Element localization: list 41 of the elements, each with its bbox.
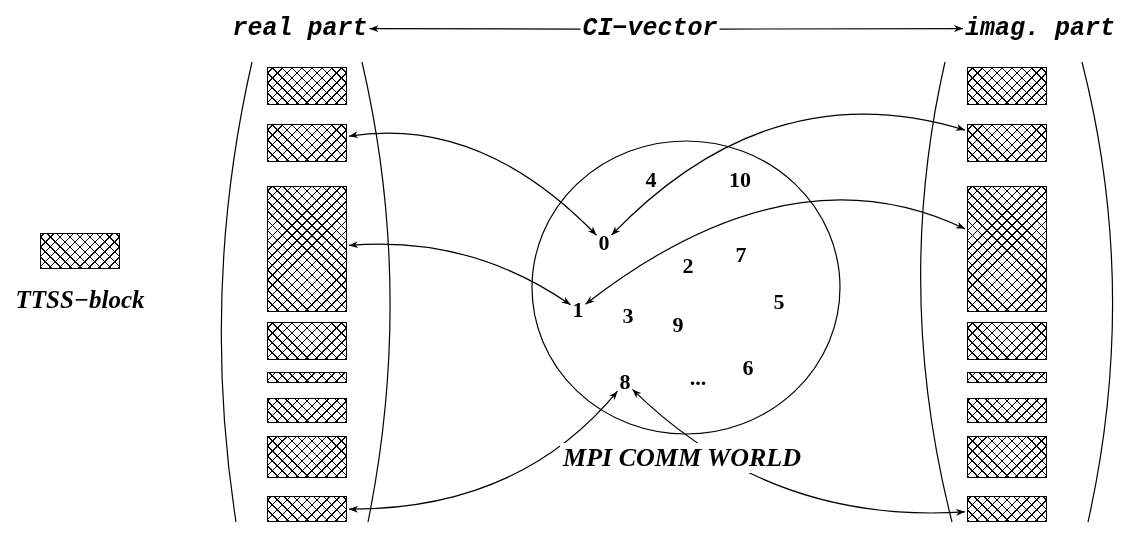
- process-number: 9: [672, 314, 684, 336]
- double-arrow: [348, 390, 619, 513]
- process-number: 2: [682, 255, 694, 277]
- hatched-block: [967, 372, 1047, 383]
- double-arrow: [348, 131, 598, 236]
- process-number: 0: [598, 232, 610, 254]
- hatched-block: [967, 186, 1047, 312]
- hatched-block: [967, 398, 1047, 423]
- heading-text: CI−vector: [582, 13, 718, 43]
- process-number: 8: [619, 371, 631, 393]
- hatched-block: [967, 496, 1047, 522]
- process-number: ...: [689, 367, 707, 389]
- hatched-block: [267, 436, 347, 478]
- hatched-block: [267, 186, 347, 312]
- process-number: 3: [622, 305, 634, 327]
- hatched-block: [267, 124, 347, 162]
- process-number: 1: [572, 299, 584, 321]
- process-number: 4: [645, 169, 657, 191]
- process-number: 5: [773, 291, 785, 313]
- double-arrow: [610, 113, 966, 236]
- heading-text: real part: [232, 13, 368, 43]
- hatched-block: [267, 398, 347, 423]
- hatched-block: [267, 496, 347, 522]
- group-ellipse: [531, 140, 841, 435]
- process-number: 6: [742, 357, 754, 379]
- double-arrow: [348, 241, 572, 306]
- heading-text: imag. part: [965, 13, 1115, 43]
- hatched-block: [967, 67, 1047, 105]
- arrow: [368, 25, 582, 33]
- hatched-block: [267, 322, 347, 360]
- process-number: 7: [735, 244, 747, 266]
- process-number: 10: [729, 169, 751, 191]
- double-arrow: [584, 199, 966, 305]
- group-title: MPI COMM WORLD: [560, 443, 804, 473]
- legend-label: TTSS−block: [15, 286, 145, 314]
- arrow: [718, 25, 964, 33]
- hatched-block: [267, 372, 347, 383]
- hatched-block: [267, 67, 347, 105]
- hatched-block: [967, 436, 1047, 478]
- hatched-block: [967, 322, 1047, 360]
- hatched-block: [967, 124, 1047, 162]
